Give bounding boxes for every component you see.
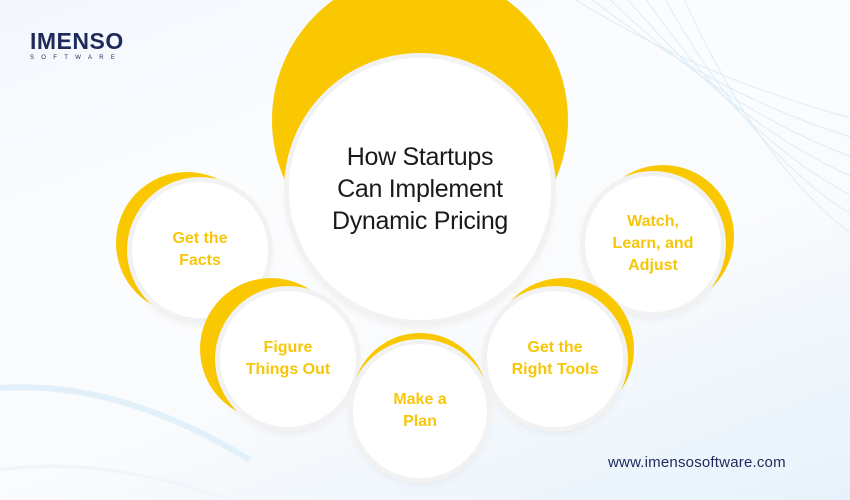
- website-url[interactable]: www.imensosoftware.com: [608, 454, 786, 471]
- step-label: Get the Facts: [172, 230, 228, 269]
- step-label: Figure Things Out: [245, 339, 331, 378]
- step-figure-things-out: Figure Things Out: [220, 291, 356, 427]
- diagram-title: How Startups Can Implement Dynamic Prici…: [331, 143, 509, 235]
- step-get-the-right-tools: Get the Right Tools: [487, 291, 623, 427]
- step-label: Get the Right Tools: [511, 339, 599, 378]
- step-label: Make a Plan: [393, 391, 447, 430]
- logo-wordmark: IMENSO: [30, 28, 124, 54]
- step-label: Watch, Learn, and Adjust: [612, 213, 694, 274]
- imenso-logo: IMENSO SOFTWARE: [30, 28, 124, 62]
- center-title-circle: How Startups Can Implement Dynamic Prici…: [289, 58, 551, 320]
- step-watch-learn-adjust: Watch, Learn, and Adjust: [585, 176, 721, 312]
- logo-subtitle: SOFTWARE: [30, 55, 123, 61]
- step-make-a-plan: Make a Plan: [353, 344, 487, 478]
